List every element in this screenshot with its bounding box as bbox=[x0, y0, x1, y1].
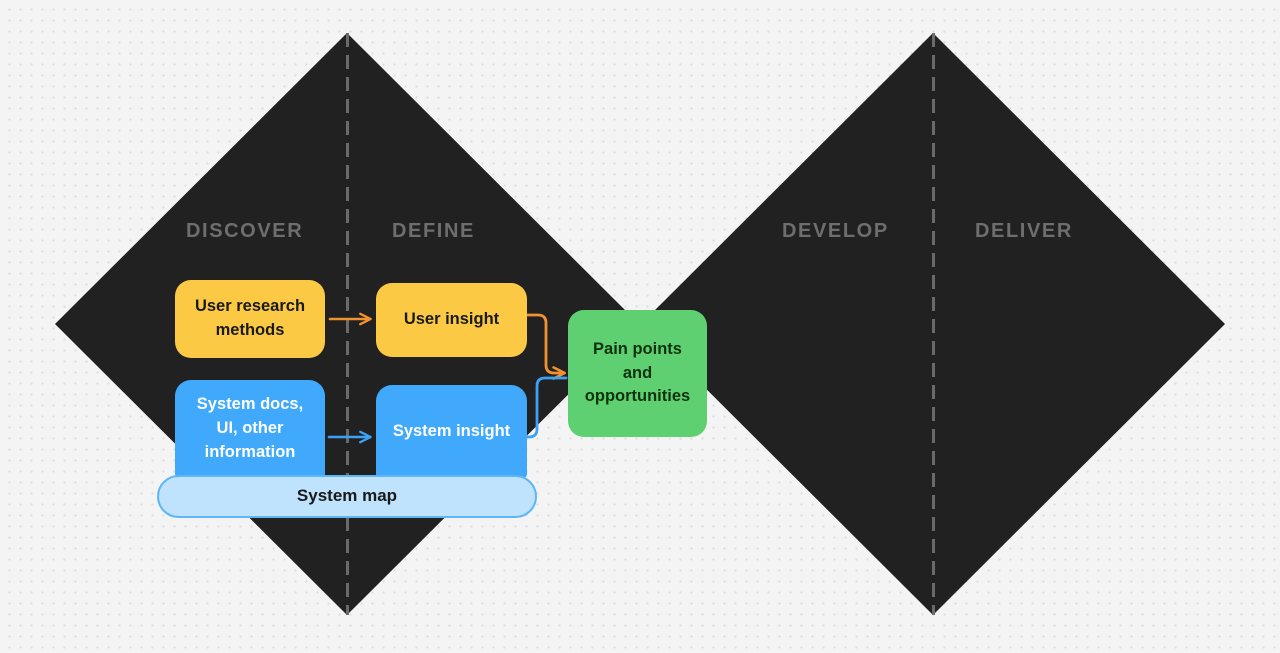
node-system-docs-ui-other-information[interactable]: System docs, UI, other information bbox=[175, 380, 325, 478]
phase-label-deliver: DELIVER bbox=[975, 220, 1073, 242]
node-system-insight[interactable]: System insight bbox=[376, 385, 527, 478]
node-user-research-methods[interactable]: User research methods bbox=[175, 280, 325, 358]
phase-label-develop: DEVELOP bbox=[782, 220, 889, 242]
divider-develop-deliver bbox=[932, 33, 935, 615]
node-user-insight[interactable]: User insight bbox=[376, 283, 527, 357]
phase-label-define: DEFINE bbox=[392, 220, 475, 242]
node-system-map[interactable]: System map bbox=[157, 475, 537, 518]
phase-label-discover: DISCOVER bbox=[186, 220, 304, 242]
divider-discover-define bbox=[346, 33, 349, 615]
node-pain-points-and-opportunities[interactable]: Pain points and opportunities bbox=[568, 310, 707, 437]
